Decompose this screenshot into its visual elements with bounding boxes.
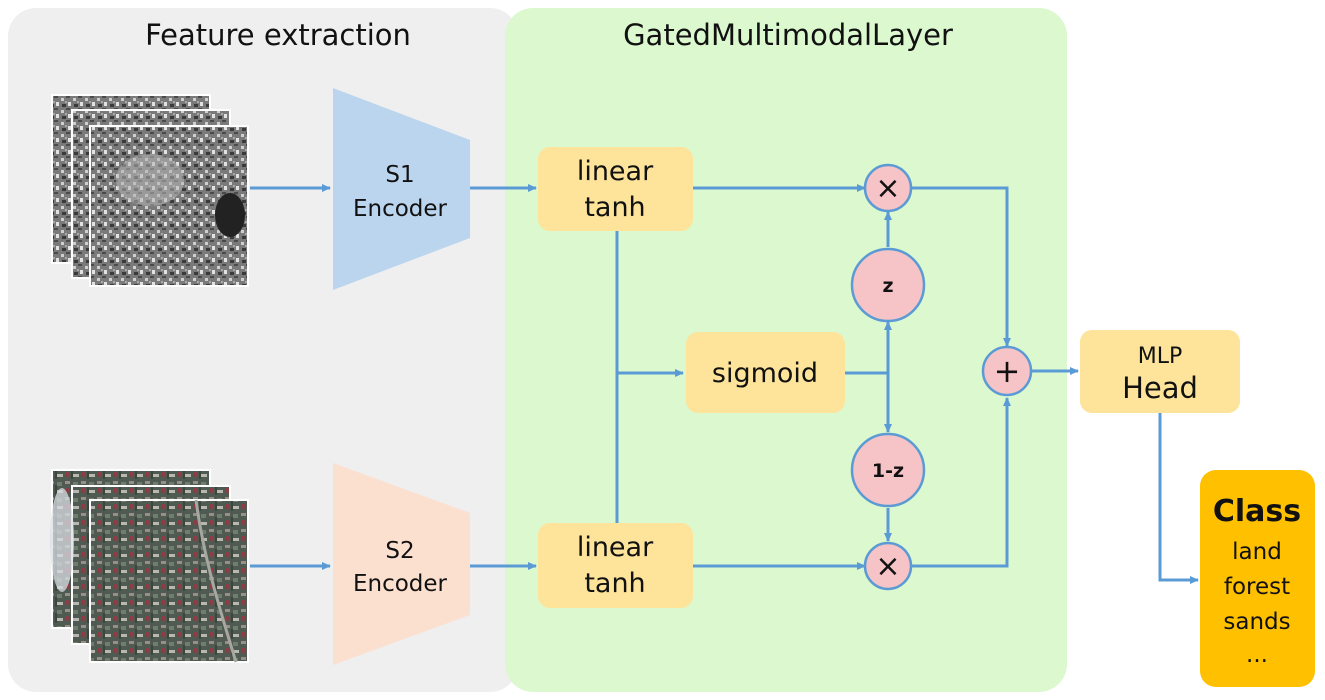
add-symbol: + — [994, 352, 1021, 390]
class-item-sands: sands — [1223, 609, 1290, 635]
sigmoid-box — [686, 332, 845, 413]
s2-encoder-label-line1: S2 — [385, 538, 414, 564]
linear-tanh-top-box — [538, 147, 693, 231]
class-item-ellipsis: ... — [1246, 642, 1268, 668]
linear-tanh-bottom-box — [538, 523, 693, 608]
add-circle — [981, 345, 1033, 397]
class-title: Class — [1213, 494, 1301, 529]
s1-image-stack — [51, 94, 249, 287]
linear-top-label: linear — [577, 156, 654, 187]
linear-bottom-label: linear — [577, 532, 654, 563]
multiply-top-circle — [863, 163, 913, 213]
s2-encoder-label-line2: Encoder — [353, 571, 448, 597]
tanh-top-label: tanh — [584, 192, 645, 223]
class-item-land: land — [1232, 539, 1282, 565]
s2-encoder-trapezoid — [333, 463, 470, 665]
s1-encoder-label-line2: Encoder — [353, 196, 448, 222]
tanh-bottom-label: tanh — [584, 568, 645, 599]
feature-extraction-title: Feature extraction — [145, 18, 411, 52]
s2-image-stack — [50, 469, 249, 663]
mlp-label: MLP — [1138, 344, 1183, 369]
one-minus-z-label: 1-z — [872, 460, 904, 482]
class-item-forest: forest — [1224, 574, 1290, 600]
connector-arrows — [250, 184, 1199, 584]
z-label: z — [882, 275, 893, 297]
z-circle — [850, 247, 926, 323]
sigmoid-label: sigmoid — [712, 358, 818, 389]
mlp-head-box — [1080, 330, 1240, 413]
multiply-bottom-circle — [863, 541, 913, 591]
one-minus-z-circle — [850, 432, 926, 508]
head-label: Head — [1122, 371, 1198, 405]
s1-encoder-label-line1: S1 — [385, 162, 414, 188]
gml-title: GatedMultimodalLayer — [623, 18, 953, 52]
multiply-top-symbol: × — [875, 171, 900, 206]
multiply-bottom-symbol: × — [875, 549, 900, 584]
s1-encoder-trapezoid — [333, 88, 470, 290]
class-output-box — [1200, 470, 1315, 687]
